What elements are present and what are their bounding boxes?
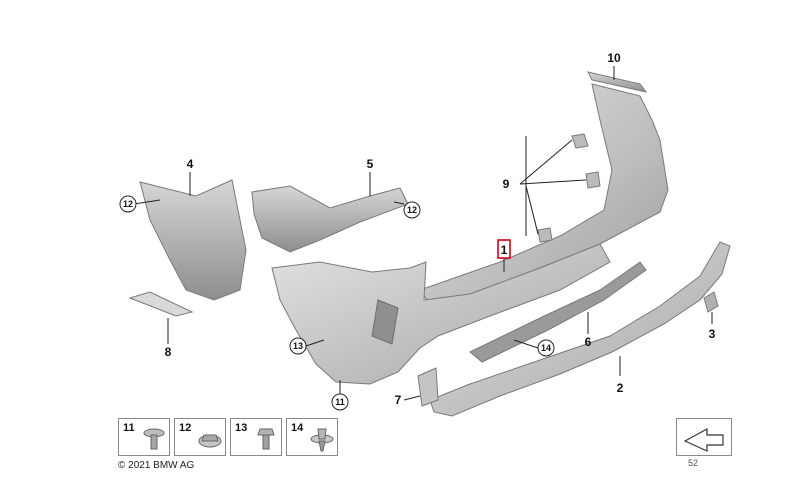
callout-12a: 12 [123, 199, 133, 209]
callout-7: 7 [395, 393, 402, 407]
bumper-recess [371, 299, 399, 345]
nut-icon [198, 434, 222, 448]
orientation-box [676, 418, 732, 456]
screw-icon [143, 428, 165, 450]
legend-num-12: 12 [179, 422, 192, 434]
arrow-icon [683, 427, 724, 452]
part-5-bracket [251, 185, 409, 253]
callout-9: 9 [503, 177, 510, 191]
callout-10: 10 [607, 51, 621, 65]
callout-14: 14 [541, 343, 551, 353]
callout-12a-circle [119, 195, 137, 213]
legend-num-13: 13 [235, 422, 248, 434]
legend-item-11: 11 [118, 418, 170, 456]
legend-item-12: 12 [174, 418, 226, 456]
legend-item-14: 14 [286, 418, 338, 456]
callout-3: 3 [709, 327, 716, 341]
legend-item-13: 13 [230, 418, 282, 456]
callout-11-circle [331, 393, 349, 411]
callout-5: 5 [367, 157, 374, 171]
copyright: © 2021 BMW AG [118, 460, 195, 471]
callout-8: 8 [165, 345, 172, 359]
leader-lines [133, 66, 713, 401]
bolt-icon [257, 428, 275, 450]
part-9-clip-a [571, 133, 589, 149]
diagram-code: 52 [688, 458, 699, 468]
legend-num-11: 11 [123, 422, 135, 434]
part-6-diffuser-carrier [469, 261, 647, 363]
callout-11: 11 [335, 397, 345, 407]
callout-4: 4 [187, 157, 194, 171]
part-10-trim-strip [587, 71, 648, 93]
clip-icon [310, 428, 334, 452]
part-8-reflector [128, 291, 194, 317]
callout-1: 1 [501, 243, 508, 257]
callout-6: 6 [585, 335, 592, 349]
callout-14-circle [537, 339, 555, 357]
part-7-reflector [417, 367, 439, 407]
part-9-clip-b [585, 171, 601, 189]
legend-num-14: 14 [291, 422, 304, 434]
part-3-clip [703, 291, 719, 313]
part-4-bracket-left [139, 179, 247, 301]
part-2-diffuser [429, 241, 731, 417]
callout-12b-circle [403, 201, 421, 219]
part-13-bumper-side [271, 243, 611, 385]
callout-13-circle [289, 337, 307, 355]
part-9-clip-c [537, 227, 553, 243]
callout-1-highlight [497, 239, 511, 259]
callout-2: 2 [617, 381, 624, 395]
callout-12b: 12 [407, 205, 417, 215]
callout-13: 13 [293, 341, 303, 351]
